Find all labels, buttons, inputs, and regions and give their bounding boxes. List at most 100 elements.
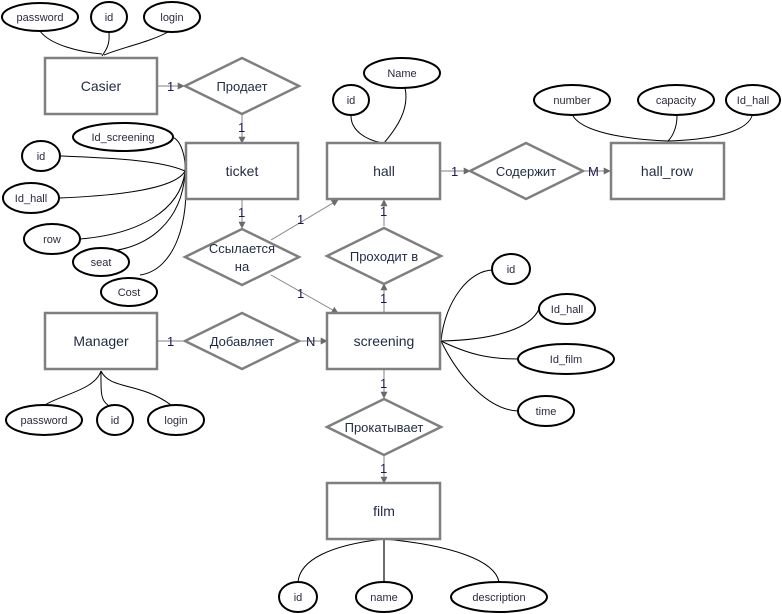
attribute-casier-login[interactable]: login [143,1,201,33]
relationship-prohodit[interactable]: Проходит в [324,226,444,286]
attribute-label: id [37,151,46,163]
link-manager-password [44,370,102,406]
conn-ssylaetsya-hall [270,199,339,241]
link-screening-idhall [440,308,540,342]
attribute-label: description [472,592,525,604]
attribute-label: id [294,592,303,604]
relationship-soderzhit[interactable]: Содержит [467,141,586,201]
attribute-label: name [370,592,398,604]
card-soderzhit-hallrow: M [588,164,599,179]
link-hall-name [383,87,407,144]
relationship-ssylaetsya-label-line2: на [235,259,250,274]
attribute-label: Cost [118,287,141,299]
entity-hall-row[interactable]: hall_row [609,141,726,201]
attribute-screening-time[interactable]: time [517,395,575,427]
attribute-label: id [507,264,516,276]
attribute-label: Id_film [550,354,582,366]
attribute-label: Id_screening [92,132,155,144]
attribute-label: id [105,12,114,24]
attribute-manager-login[interactable]: login [147,404,205,436]
attribute-screening-idfilm[interactable]: Id_film [517,343,615,375]
card-ssylaetsya-screening: 1 [297,286,304,301]
attribute-film-id[interactable]: id [278,581,318,613]
attribute-label: Name [387,68,416,80]
attribute-film-name[interactable]: name [355,581,413,613]
link-casier-login [103,31,169,56]
attribute-manager-password[interactable]: password [5,404,83,436]
attribute-label: login [160,12,183,24]
entity-hall-label: hall [373,163,395,179]
attribute-casier-password[interactable]: password [1,2,79,32]
attribute-ticket-row[interactable]: row [23,223,81,255]
card-screening-prokatyvaet: 1 [380,376,387,391]
link-manager-id [100,370,109,406]
link-screening-id [440,269,494,342]
attribute-links [39,30,753,583]
attribute-label: Id_hall [551,304,583,316]
relationship-prodaet-label: Продает [216,79,267,94]
card-screening-prohodit: 1 [380,291,387,306]
attribute-hallrow-number[interactable]: number [533,84,611,116]
attribute-label: Id_hall [15,193,47,205]
card-manager-dobavlyaet: 1 [167,334,174,349]
card-prokatyvaet-film: 1 [380,461,387,476]
relationship-ssylaetsya-label-line1: Ссылается [209,241,275,256]
relationship-dobavlyaet[interactable]: Добавляет [182,311,302,371]
attribute-hallrow-capacity[interactable]: capacity [637,84,715,116]
attribute-label: number [553,95,591,107]
entity-casier[interactable]: Casier [43,56,159,116]
card-ssylaetsya-hall: 1 [297,212,304,227]
attribute-label: time [536,406,557,418]
attribute-label: Id_hall [737,95,769,107]
card-ticket-ssylaetsya: 1 [238,205,245,220]
entity-ticket[interactable]: ticket [184,141,300,201]
link-screening-idfilm [440,340,519,360]
relationship-connectors [157,82,611,484]
link-manager-login [100,370,172,406]
entity-screening[interactable]: screening [325,311,442,371]
attribute-hall-name[interactable]: Name [363,57,441,89]
link-ticket-seat [99,172,186,253]
card-casier-prodaet: 1 [167,79,174,94]
entity-casier-label: Casier [81,78,122,94]
card-prohodit-hall: 1 [380,204,387,219]
attribute-label: row [43,234,61,246]
link-ticket-id [60,155,186,172]
link-film-description [383,538,500,583]
attribute-casier-id[interactable]: id [90,1,128,33]
attribute-film-description[interactable]: description [450,581,548,613]
attribute-hall-id[interactable]: id [332,84,370,116]
entity-screening-label: screening [354,333,415,349]
attribute-label: capacity [656,95,697,107]
entity-film[interactable]: film [325,481,442,541]
entity-manager[interactable]: Manager [43,311,159,371]
attribute-ticket-id[interactable]: id [21,140,61,172]
card-prodaet-ticket: 1 [238,120,245,135]
link-ticket-cost [139,171,187,276]
link-ticket-idscreening [171,136,186,172]
relationship-prokatyvaet[interactable]: Прокатывает [324,397,444,457]
attribute-screening-id[interactable]: id [491,253,531,285]
attribute-ticket-idhall[interactable]: Id_hall [2,182,60,214]
link-ticket-row [79,171,186,240]
relationship-ssylaetsya[interactable]: Ссылается на [182,227,302,287]
attribute-ticket-idscreening[interactable]: Id_screening [72,122,174,152]
attribute-hallrow-idhall[interactable]: Id_hall [725,84,781,116]
link-ticket-idhall [58,170,186,199]
entity-hall[interactable]: hall [325,141,442,201]
relationship-soderzhit-label: Содержит [496,164,556,179]
attribute-ticket-seat[interactable]: seat [72,247,130,277]
card-dobavlyaet-screening: N [306,334,315,349]
entity-film-label: film [373,503,395,519]
link-hall-id [350,115,384,144]
entity-hallrow-label: hall_row [641,163,694,179]
relationship-prodaet[interactable]: Продает [182,56,302,116]
card-hall-soderzhit: 1 [451,164,458,179]
attribute-manager-id[interactable]: id [96,404,134,436]
cardinality-labels: 1 1 1 M 1 1 1 1 1 1 N 1 1 [167,79,599,476]
attribute-ticket-cost[interactable]: Cost [100,277,158,307]
link-hallrow-number [572,115,669,142]
attribute-screening-idhall[interactable]: Id_hall [538,293,596,325]
entity-ticket-label: ticket [226,163,259,179]
